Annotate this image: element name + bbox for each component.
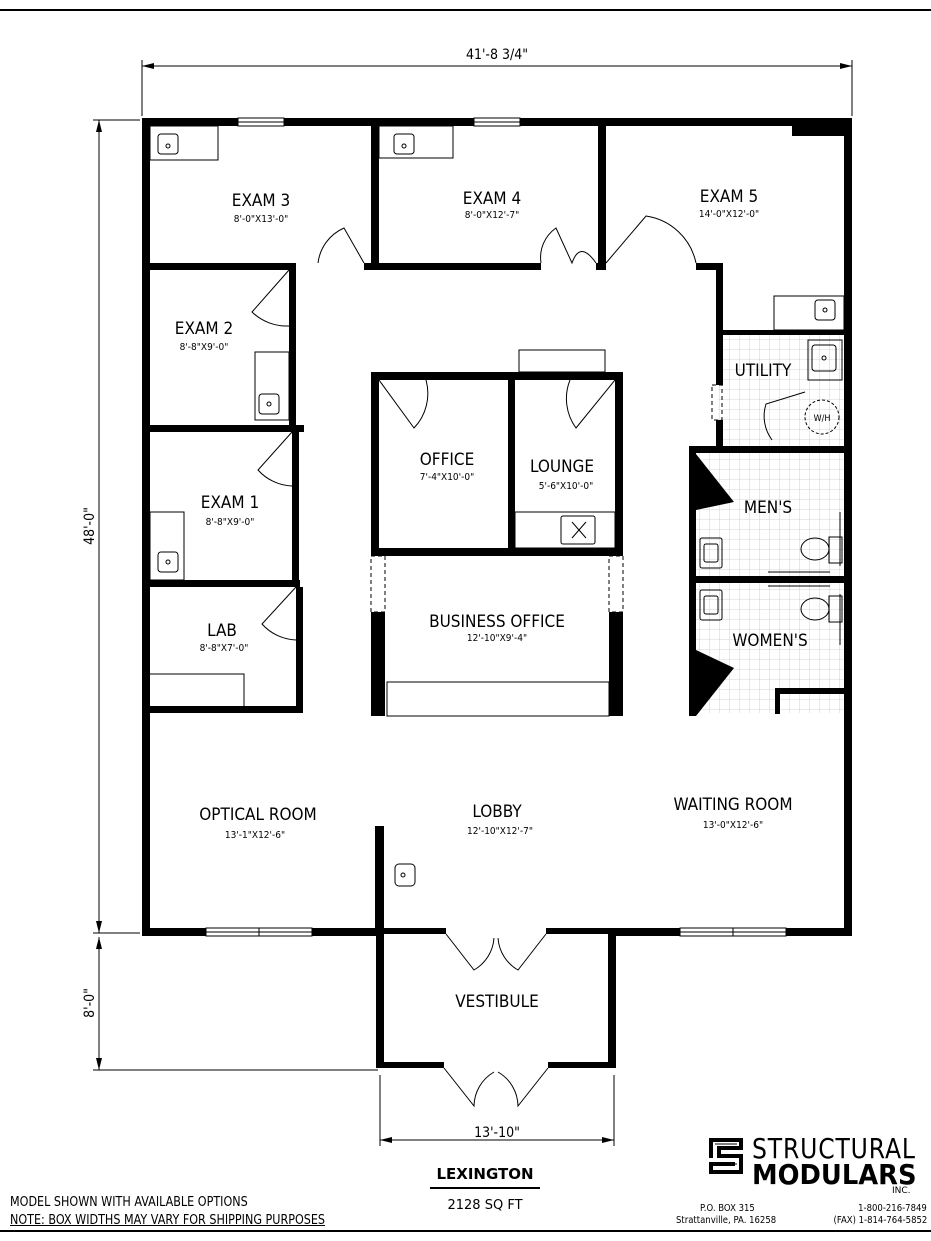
dim-vestibule-width: 13'-10" [474, 1125, 520, 1141]
utility-floor [718, 333, 844, 446]
room-label: LOUNGE [530, 457, 594, 477]
room-label: LOBBY [472, 802, 522, 822]
company-inc: INC. [892, 1186, 911, 1196]
room-size: 8'-8"X7'-0" [200, 643, 249, 654]
room-label: UTILITY [735, 361, 792, 381]
dimension-lines [93, 60, 853, 1146]
room-size: 7'-4"X10'-0" [420, 472, 474, 483]
company-city: Strattanville, PA. 16258 [676, 1215, 777, 1226]
fixtures [149, 125, 845, 887]
room-size: 13'-0"X12'-6" [703, 820, 763, 831]
room-size: 14'-0"X12'-0" [699, 209, 759, 220]
room-size: 5'-6"X10'-0" [539, 481, 593, 492]
sm-logo-icon [709, 1138, 743, 1174]
room-size: 13'-1"X12'-6" [225, 830, 285, 841]
model-name: LEXINGTON [436, 1165, 534, 1183]
room-label: OFFICE [420, 450, 475, 470]
room-label: EXAM 5 [700, 187, 758, 207]
model-sqft: 2128 SQ FT [447, 1198, 523, 1213]
dim-vestibule-depth: 8'-0" [82, 988, 98, 1018]
dim-overall-depth: 48'-0" [82, 507, 98, 545]
room-label: VESTIBULE [455, 992, 539, 1012]
note-shipping: NOTE: BOX WIDTHS MAY VARY FOR SHIPPING P… [10, 1213, 326, 1228]
room-size: 8'-8"X9'-0" [206, 517, 255, 528]
room-label: MEN'S [744, 498, 792, 518]
room-label: WOMEN'S [732, 631, 807, 651]
room-size: 8'-8"X9'-0" [180, 342, 229, 353]
water-heater-label: W/H [814, 414, 831, 424]
room-label: EXAM 1 [201, 493, 259, 513]
company-fax: (FAX) 1-814-764-5852 [833, 1215, 927, 1226]
company-name-line2: MODULARS [752, 1158, 917, 1191]
room-label: BUSINESS OFFICE [429, 612, 565, 632]
room-label: LAB [207, 621, 237, 641]
room-size: 12'-10"X12'-7" [467, 826, 533, 837]
company-name-line1: STRUCTURAL [752, 1132, 916, 1165]
room-label: WAITING ROOM [673, 795, 792, 815]
model-underline [430, 1187, 540, 1189]
note-options: MODEL SHOWN WITH AVAILABLE OPTIONS [10, 1195, 248, 1210]
dim-overall-width: 41'-8 3/4" [466, 47, 528, 63]
room-label: OPTICAL ROOM [199, 805, 317, 825]
room-label: EXAM 2 [175, 319, 233, 339]
room-label: EXAM 3 [232, 191, 290, 211]
room-size: 8'-0"X12'-7" [465, 210, 519, 221]
room-size: 8'-0"X13'-0" [234, 214, 288, 225]
company-phone: 1-800-216-7849 [858, 1203, 927, 1214]
room-size: 12'-10"X9'-4" [467, 633, 527, 644]
company-po-box: P.O. BOX 315 [700, 1203, 755, 1214]
doors [251, 215, 806, 1108]
room-label: EXAM 4 [463, 189, 521, 209]
